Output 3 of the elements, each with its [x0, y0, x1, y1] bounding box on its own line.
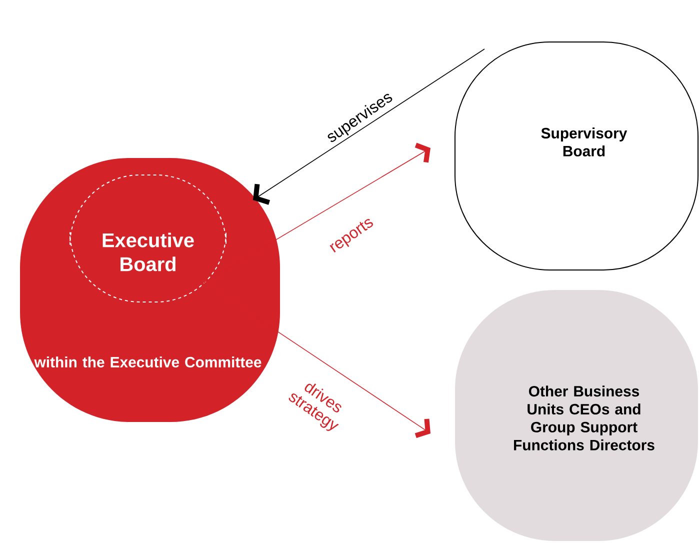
- arrow: [204, 142, 430, 283]
- arrow: [253, 48, 485, 205]
- arrow: [204, 282, 430, 438]
